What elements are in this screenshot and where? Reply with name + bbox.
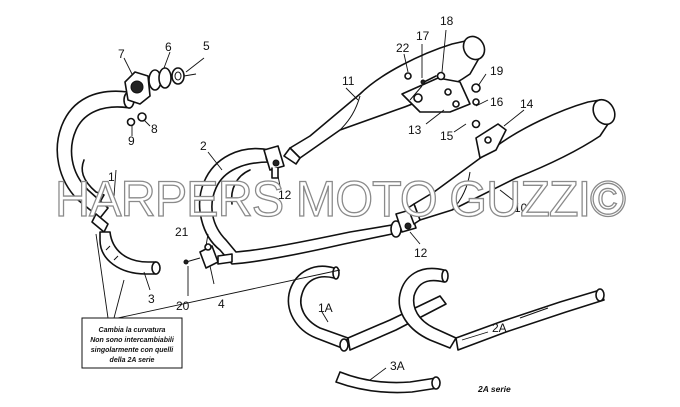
callout-14: 14: [520, 97, 534, 111]
bracket-14: [471, 119, 507, 159]
header-pipe-2a: [398, 267, 605, 351]
callout-labels: 1 2 3 4 5 6 7 8 9 10 11 12 12 13 14 15 1…: [108, 14, 534, 373]
callout-8: 8: [151, 122, 158, 136]
silencer-11: [283, 35, 486, 165]
callout-12-upper: 12: [278, 188, 292, 202]
leader-lines: [95, 29, 525, 381]
callout-16: 16: [490, 95, 504, 109]
note-line-2: Non sono intercambiabili: [90, 337, 175, 344]
callout-3: 3: [148, 292, 155, 306]
callout-20: 20: [176, 299, 190, 313]
connector-pipe-3a: [335, 371, 441, 394]
callout-10: 10: [514, 201, 528, 215]
note-line-1: Cambia la curvatura: [99, 327, 166, 334]
callout-15: 15: [440, 129, 454, 143]
callout-9: 9: [128, 134, 135, 148]
callout-1: 1: [108, 170, 115, 184]
callout-18: 18: [440, 14, 454, 28]
clamp-12-upper: [263, 145, 285, 179]
callout-7: 7: [118, 47, 125, 61]
callout-2a: 2A: [492, 321, 507, 335]
callout-6: 6: [165, 40, 172, 54]
callout-11: 11: [342, 74, 355, 88]
callout-17: 17: [416, 29, 430, 43]
flange-stack: [124, 67, 197, 105]
callout-4: 4: [218, 297, 225, 311]
callout-21: 21: [175, 225, 189, 239]
callout-2: 2: [200, 139, 207, 153]
callout-22: 22: [396, 41, 410, 55]
connector-pipe-3: [99, 231, 161, 275]
header-pipe-1a: [287, 265, 447, 352]
callout-1a: 1A: [318, 301, 333, 315]
hardware-17-18-19-22: [404, 71, 481, 106]
callout-5: 5: [203, 39, 210, 53]
callout-12-lower: 12: [414, 246, 428, 260]
bracket-13: [401, 77, 471, 113]
callout-3a: 3A: [390, 359, 405, 373]
watermark: HARPERS MOTO GUZZI©: [55, 171, 626, 227]
series-caption: 2A serie: [477, 384, 511, 394]
callout-13: 13: [408, 123, 422, 137]
note-line-4: della 2A serie: [110, 357, 155, 364]
nut-washer-8-9: [126, 112, 147, 127]
callout-19: 19: [490, 64, 504, 78]
note-line-3: singolarmente con quelli: [91, 347, 175, 354]
silencer-10: [407, 98, 616, 225]
interchangeability-note: Cambia la curvatura Non sono intercambia…: [81, 317, 183, 369]
